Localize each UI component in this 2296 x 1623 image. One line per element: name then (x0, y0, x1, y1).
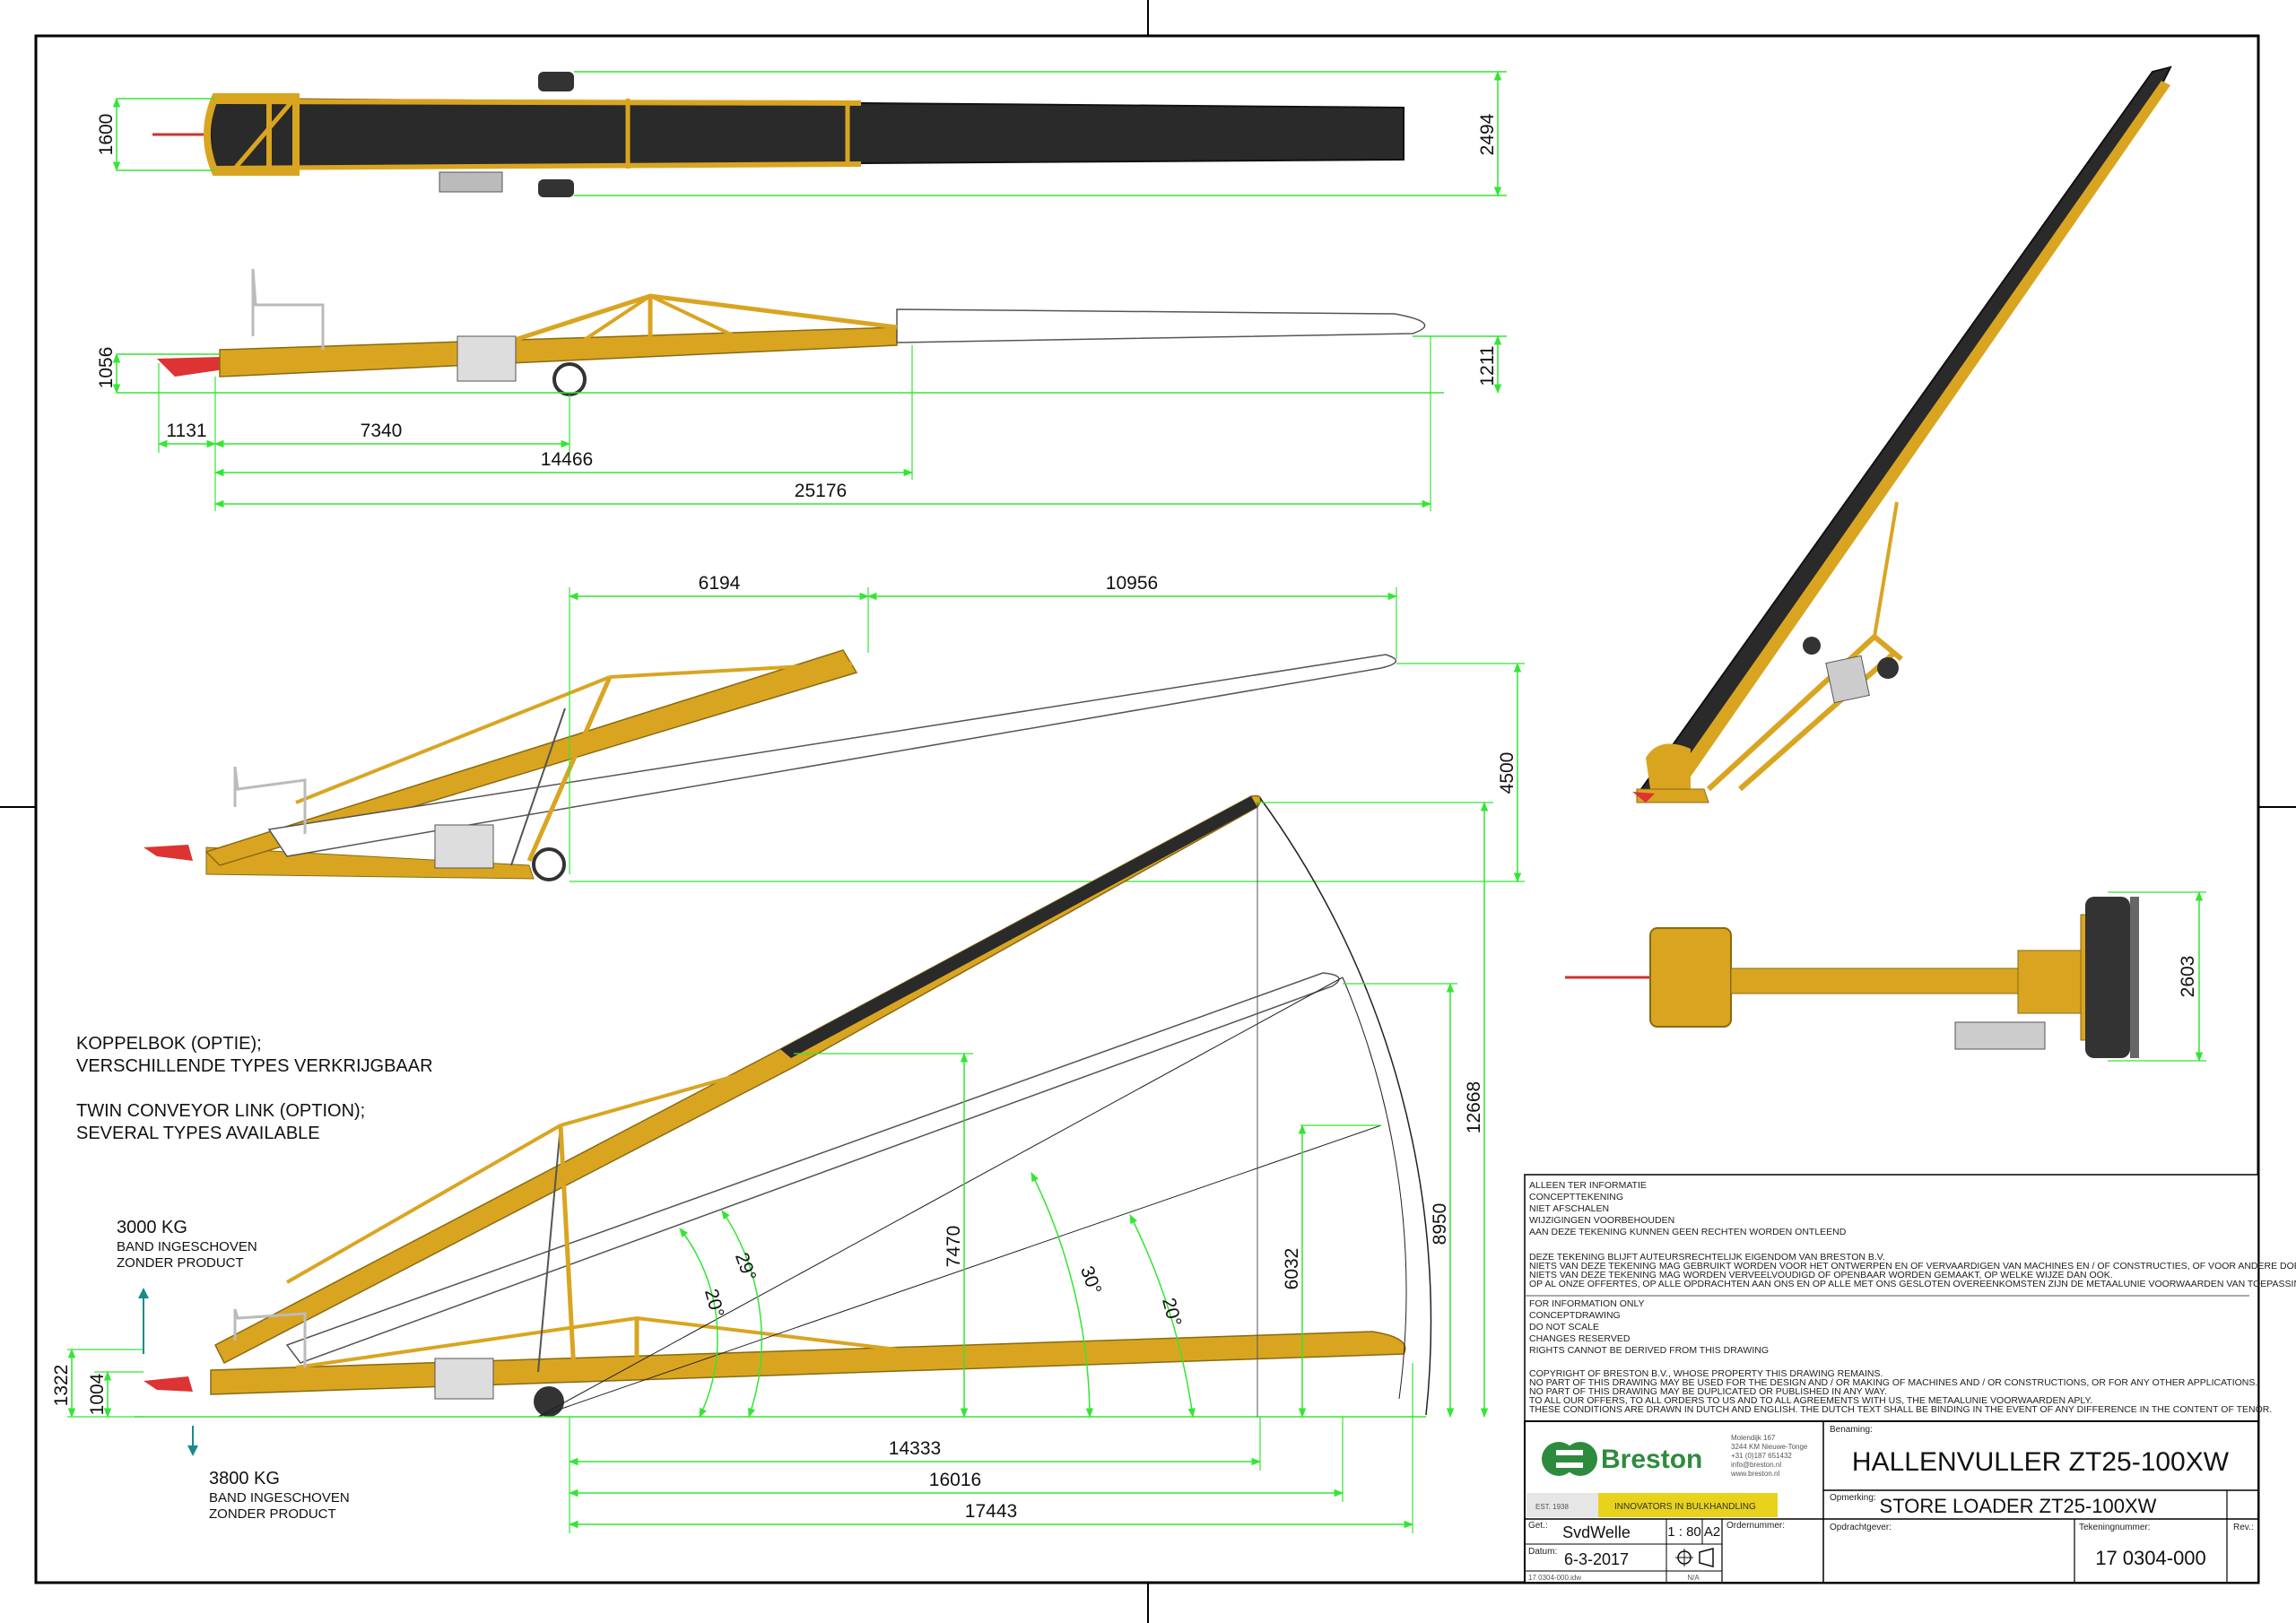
dim-h-14333: 14333 (889, 1438, 941, 1459)
dim-d4: 25176 (795, 481, 847, 501)
side-view: 1056 1211 1131 7340 14466 25176 (96, 268, 1507, 511)
disclaimer-line: NO PART OF THIS DRAWING MAY BE DUPLICATE… (1529, 1386, 1887, 1397)
dim-base-mid: 1004 (87, 1373, 108, 1415)
weight-bottom-line1: BAND INGESCHOVEN (209, 1490, 350, 1506)
dim-h-16016: 16016 (929, 1470, 981, 1490)
get-value: SvdWelle (1562, 1523, 1631, 1541)
address-line: 3244 KM Nieuwe-Tonge (1731, 1443, 1808, 1451)
slogan: INNOVATORS IN BULKHANDLING (1614, 1502, 1756, 1512)
top-view: 1600 2494 (96, 70, 1507, 197)
weight-bottom-line2: ZONDER PRODUCT (209, 1506, 336, 1522)
disclaimer-line: TO ALL OUR OFFERS, TO ALL ORDERS TO US A… (1529, 1395, 2092, 1406)
disclaimer-line: DEZE TEKENING BLIJFT AUTEURSRECHTELIJK E… (1529, 1252, 1885, 1263)
scale: 1 : 80 (1667, 1524, 1701, 1540)
opmerking-value: STORE LOADER ZT25-100XW (1880, 1495, 2157, 1517)
disclaimer-line: DO NOT SCALE (1529, 1322, 1599, 1332)
angle-a4: 20° (1158, 1296, 1185, 1329)
tekeningnummer-label: Tekeningnummer: (2079, 1523, 2150, 1532)
disclaimer-line: CONCEPTTEKENING (1529, 1192, 1623, 1202)
dim-h1: 6194 (699, 573, 741, 594)
disclaimer-line: THESE CONDITIONS ARE DRAWN IN DUTCH AND … (1529, 1404, 2272, 1415)
projection-symbol-icon (1675, 1548, 1714, 1567)
dim-v1: 4500 (1497, 752, 1518, 794)
dim-v-8950: 8950 (1430, 1203, 1450, 1245)
dim-d1: 1131 (166, 421, 206, 441)
weight-top-line2: ZONDER PRODUCT (117, 1255, 244, 1271)
dim-h2: 10956 (1106, 573, 1158, 594)
dim-d2: 7340 (361, 421, 403, 441)
na-label: N/A (1687, 1574, 1700, 1582)
disclaimer-block: ALLEEN TER INFORMATIECONCEPTTEKENINGNIET… (1524, 1174, 2296, 1422)
range-view: 20° 29° 30° 20° 7470 12668 8950 6032 132… (51, 794, 1493, 1533)
datum-label: Datum: (1528, 1547, 1557, 1557)
disclaimer-line: COPYRIGHT OF BRESTON B.V., WHOSE PROPERT… (1529, 1368, 1883, 1379)
disclaimer-line: ALLEEN TER INFORMATIE (1529, 1180, 1647, 1191)
disclaimer-line: NIETS VAN DEZE TEKENING MAG WORDEN VERVE… (1529, 1270, 2113, 1280)
tekeningnummer-value: 17 0304-000 (2095, 1547, 2206, 1569)
note-koppelbok-en-1: TWIN CONVEYOR LINK (OPTION); (76, 1101, 365, 1121)
disclaimer-line: CHANGES RESERVED (1529, 1333, 1631, 1344)
weight-top-line1: BAND INGESCHOVEN (117, 1239, 257, 1254)
file-name: 17 0304-000.idw (1528, 1574, 1581, 1582)
note-koppelbok-en-2: SEVERAL TYPES AVAILABLE (76, 1124, 320, 1143)
disclaimer-line: FOR INFORMATION ONLY (1529, 1298, 1645, 1309)
dim-top-width: 1600 (96, 114, 117, 156)
disclaimer-line: NIETS VAN DEZE TEKENING MAG GEBRUIKT WOR… (1529, 1261, 2296, 1271)
disclaimer-line: WIJZIGINGEN VOORBEHOUDEN (1529, 1215, 1674, 1226)
benaming-value: HALLENVULLER ZT25-100XW (1852, 1447, 2230, 1477)
disclaimer-line: CONCEPTDRAWING (1529, 1310, 1621, 1321)
disclaimer-line: NO PART OF THIS DRAWING MAY BE USED FOR … (1529, 1377, 2257, 1388)
get-label: Get.: (1528, 1521, 1548, 1531)
notes: KOPPELBOK (OPTIE); VERSCHILLENDE TYPES V… (76, 1034, 433, 1522)
disclaimer-line: RIGHTS CANNOT BE DERIVED FROM THIS DRAWI… (1529, 1345, 1769, 1356)
datum-value: 6-3-2017 (1564, 1550, 1629, 1568)
dim-end-height: 1211 (1477, 345, 1498, 386)
opmerking-label: Opmerking: (1830, 1493, 1876, 1503)
address-line: www.breston.nl (1730, 1470, 1779, 1478)
dim-hitch-height: 1056 (96, 347, 117, 389)
dim-end-height: 2603 (2178, 956, 2198, 998)
disclaimer-line: NIET AFSCHALEN (1529, 1203, 1609, 1214)
est-label: EST. 1938 (1535, 1503, 1569, 1511)
address-line: +31 (0)187 651432 (1731, 1452, 1792, 1460)
angle-a2: 29° (731, 1250, 760, 1284)
benaming-label: Benaming: (1830, 1425, 1873, 1435)
dim-d3: 14466 (541, 449, 593, 470)
disclaimer-line: AAN DEZE TEKENING KUNNEN GEEN RECHTEN WO… (1529, 1227, 1847, 1237)
iso-view (1632, 65, 2172, 803)
dim-base-low: 1322 (51, 1365, 72, 1407)
angle-a1: 20° (700, 1287, 727, 1320)
dim-v-6032: 6032 (1282, 1248, 1302, 1290)
ordernummer-label: Ordernummer: (1726, 1521, 1785, 1531)
note-koppelbok-nl-2: VERSCHILLENDE TYPES VERKRIJGBAAR (76, 1056, 433, 1076)
address-line: info@breston.nl (1731, 1461, 1781, 1469)
address-line: Molendijk 167 (1731, 1434, 1776, 1442)
note-koppelbok-nl-1: KOPPELBOK (OPTIE); (76, 1034, 262, 1054)
brand-name: Breston (1601, 1445, 1702, 1474)
weight-bottom: 3800 KG (209, 1469, 280, 1488)
disclaimer-line: OP AL ONZE OFFERTES, OP ALLE OPDRACHTEN … (1529, 1279, 2296, 1289)
paper-size: A2 (1704, 1524, 1720, 1540)
end-view: 2603 (1565, 890, 2206, 1063)
rev-label: Rev.: (2233, 1523, 2254, 1532)
dim-v-12668: 12668 (1464, 1081, 1484, 1133)
raised-view: 6194 10956 4500 (144, 573, 1525, 883)
opdrachtgever-label: Opdrachtgever: (1830, 1523, 1892, 1532)
dim-v-7470: 7470 (944, 1226, 964, 1268)
dim-h-17443: 17443 (965, 1501, 1017, 1522)
angle-a3: 30° (1076, 1263, 1105, 1298)
dim-top-overall-width: 2494 (1477, 113, 1498, 155)
weight-top: 3000 KG (117, 1218, 187, 1237)
